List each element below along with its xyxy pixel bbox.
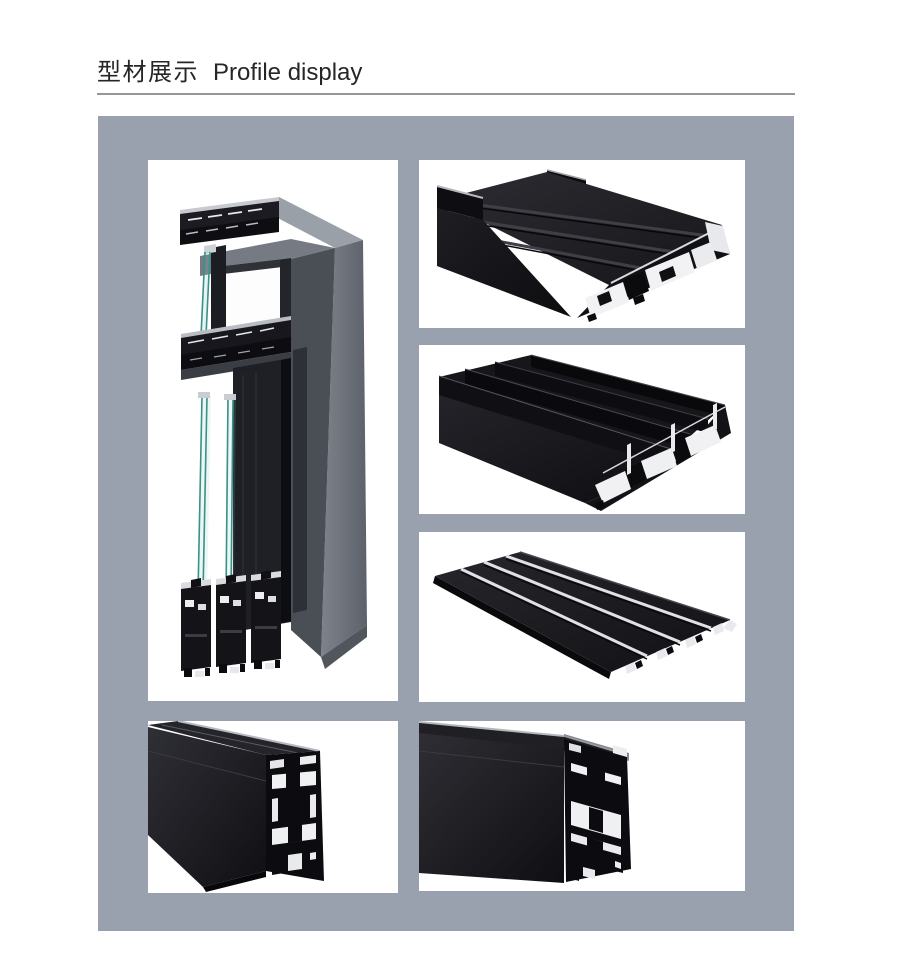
gallery-card-tall-rail-track-profile [419, 345, 745, 514]
gallery-card-mullion-box-profile [148, 721, 398, 893]
mullion-box-profile-image [148, 721, 324, 892]
gallery-card-corner-assembly [148, 160, 398, 701]
page-title-en: Profile display [213, 59, 363, 86]
corner-assembly-image [180, 197, 367, 677]
gallery-card-sill-plate-profile [419, 532, 745, 702]
page-title: 型材展示 Profile display [97, 52, 362, 87]
profile-gallery-panel [98, 116, 794, 931]
sill-plate-profile-image [433, 551, 737, 679]
title-divider [97, 93, 795, 95]
gallery-card-frame-box-profile [419, 721, 745, 891]
tall-rail-track-profile-image [438, 354, 731, 511]
frame-box-profile-image [419, 721, 631, 883]
page-title-zh: 型材展示 [97, 59, 199, 86]
bottom-track-profile-image [436, 169, 730, 322]
gallery-card-bottom-track-profile [419, 160, 745, 328]
